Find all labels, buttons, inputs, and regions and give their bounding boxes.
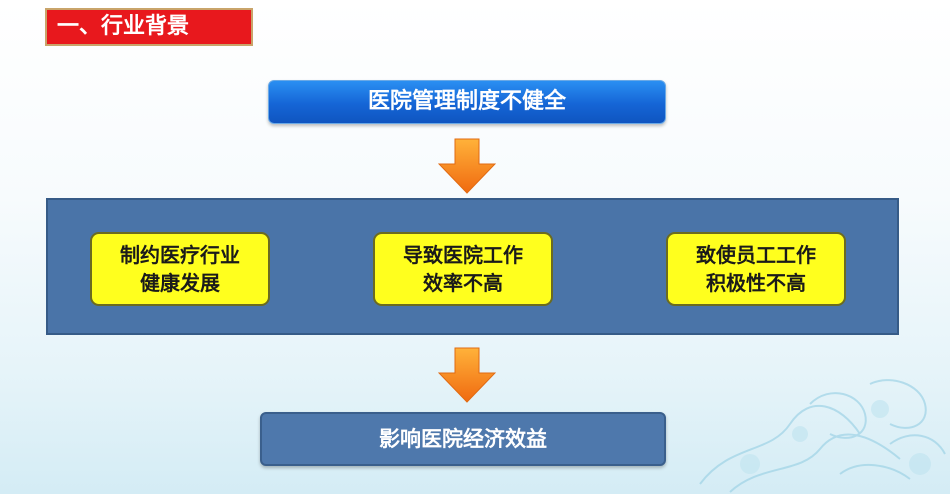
effect-box-industry: 制约医疗行业 健康发展	[90, 232, 270, 306]
effect-box-line2: 健康发展	[140, 271, 220, 295]
effect-box-line2: 效率不高	[423, 271, 503, 295]
effects-panel: 制约医疗行业 健康发展 导致医院工作 效率不高 致使员工工作 积极性不高	[46, 198, 899, 335]
bottom-result-box: 影响医院经济效益	[260, 412, 666, 466]
effect-box-line1: 制约医疗行业	[120, 243, 240, 267]
top-cause-box: 医院管理制度不健全	[268, 80, 666, 124]
down-arrow-icon	[438, 347, 496, 403]
effect-box-line1: 致使员工工作	[696, 243, 816, 267]
effect-box-motivation: 致使员工工作 积极性不高	[666, 232, 846, 306]
down-arrow-icon	[438, 138, 496, 194]
effect-box-efficiency: 导致医院工作 效率不高	[373, 232, 553, 306]
effect-box-line1: 导致医院工作	[403, 243, 523, 267]
decorative-swirl-pattern	[699, 379, 946, 493]
section-title: 一、行业背景	[45, 8, 253, 46]
effect-box-line2: 积极性不高	[706, 271, 806, 295]
